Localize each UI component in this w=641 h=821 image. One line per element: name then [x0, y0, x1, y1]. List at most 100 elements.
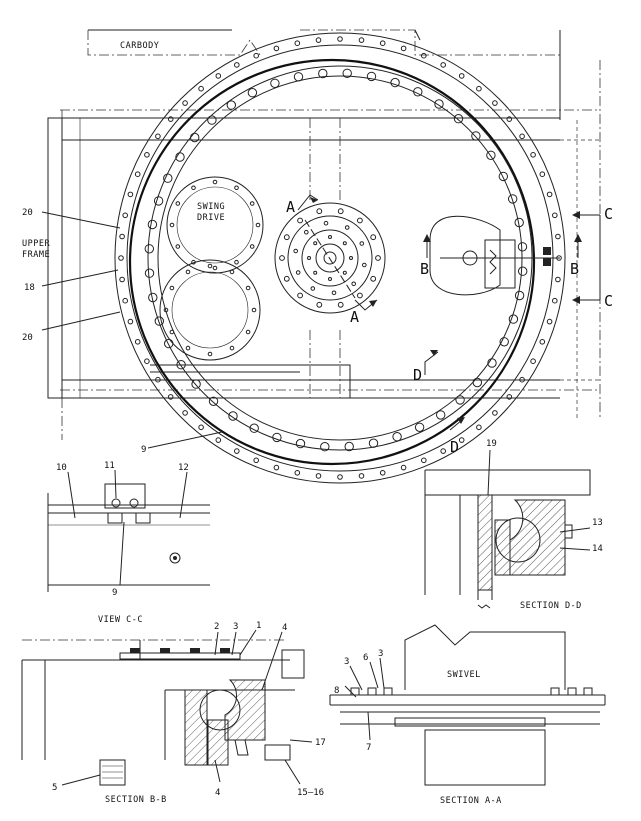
- bolt-hole: [191, 259, 196, 265]
- bolt-hole: [472, 377, 482, 388]
- bolt-head: [130, 648, 140, 653]
- bolt-hole: [506, 116, 513, 122]
- bolt-hole: [270, 78, 280, 89]
- bolt-hole: [514, 290, 525, 301]
- bolt-hole: [328, 277, 332, 281]
- bolt-hole: [182, 410, 188, 416]
- bolt-hole: [307, 256, 311, 260]
- bolt-hole: [191, 379, 201, 389]
- section-dd-title: SECTION D-D: [520, 601, 582, 611]
- bolt-hole: [127, 191, 134, 198]
- callout-17: 17: [315, 738, 326, 748]
- bolt-hole: [249, 201, 255, 206]
- bolt-hole: [530, 358, 536, 365]
- bolt-head: [567, 687, 577, 696]
- bolt-hole: [229, 345, 235, 351]
- callout-11: 11: [104, 461, 115, 471]
- swing-drive-lower: [159, 259, 261, 361]
- bolt-hole: [154, 316, 165, 326]
- section-c-arrows: [572, 211, 601, 304]
- bolt-head: [190, 648, 200, 653]
- bolt-hole: [249, 423, 259, 433]
- upper-frame-label-1: UPPER: [22, 239, 50, 249]
- bolt-hole: [530, 152, 536, 158]
- bolt-hole: [539, 171, 546, 177]
- bolt-hole: [358, 473, 365, 479]
- bolt-hole: [283, 275, 290, 282]
- bolt-hole: [295, 270, 301, 275]
- bolt-hole: [368, 438, 379, 448]
- bolt-hole: [414, 422, 425, 432]
- bolt-hole: [234, 185, 239, 191]
- bolt-hole: [251, 307, 257, 313]
- bolt-hole: [552, 297, 558, 304]
- callout-20-lower: 20: [22, 333, 33, 343]
- view-cc-block: [104, 483, 146, 509]
- bolt-hole: [148, 292, 158, 303]
- bolt-hole: [163, 307, 169, 313]
- bolt-hole: [273, 45, 280, 52]
- callout-6: 6: [363, 653, 368, 663]
- bolt-hole: [508, 314, 519, 324]
- swing-drive-label-2: DRIVE: [197, 213, 225, 223]
- bolt-hole: [546, 318, 553, 325]
- swivel-bolts: [279, 208, 381, 308]
- bolt-hole: [337, 301, 344, 308]
- section-d-d: 19 13 14 SECTION D-D: [424, 439, 603, 611]
- bolt-hole: [198, 424, 204, 431]
- bolt-hole: [294, 40, 301, 47]
- section-a-bottom-letter: A: [350, 308, 359, 326]
- bolt-hole: [155, 133, 161, 140]
- bearing-inner-race: [128, 58, 536, 466]
- bolt-hole: [351, 281, 357, 287]
- bolt-hole: [164, 338, 174, 349]
- bolt-hole: [434, 99, 444, 109]
- bolt-hole: [310, 286, 316, 291]
- bolt-hole: [245, 329, 251, 335]
- bb-top-plate: [119, 652, 241, 660]
- bolt-hole: [337, 474, 343, 480]
- swing-drive-label-1: SWING: [197, 202, 225, 212]
- bolt-hole: [390, 77, 400, 88]
- bolt-hole: [316, 301, 323, 308]
- bolt-hole: [375, 255, 381, 261]
- swivel-label: SWIVEL: [447, 670, 481, 680]
- bolt-hole: [182, 100, 188, 106]
- bolt-hole: [508, 194, 518, 204]
- bolt-hole: [215, 437, 222, 443]
- callout-2: 2: [214, 622, 219, 632]
- bolt-hole: [212, 265, 218, 271]
- bolt-hole: [134, 339, 141, 345]
- bolt-hole: [215, 73, 222, 79]
- swing-drive-upper: [166, 176, 264, 274]
- bolt-hole: [295, 438, 306, 449]
- bolt-hole: [118, 255, 124, 261]
- bolt-hole: [331, 290, 337, 296]
- bolt-hole: [400, 45, 407, 52]
- bolt-hole: [492, 410, 498, 416]
- bolt-hole: [207, 351, 213, 357]
- section-d-arrows: [424, 350, 465, 431]
- section-aa-title: SECTION A-A: [440, 796, 502, 806]
- callout-20-upper: 20: [22, 208, 33, 218]
- callout-9-main: 9: [141, 445, 146, 455]
- bolt-hole: [279, 255, 285, 261]
- bolt-hole: [342, 68, 352, 79]
- bolt-hole: [555, 276, 561, 283]
- bolt-hole: [226, 100, 237, 110]
- bolt-hole: [486, 150, 496, 161]
- bolt-hole: [198, 85, 204, 92]
- section-a-arrows: [297, 194, 378, 311]
- bolt-hole: [400, 464, 407, 471]
- carbody-label: CARBODY: [120, 41, 159, 51]
- section-b-right-letter: B: [570, 260, 579, 278]
- bolt-hole: [297, 217, 304, 224]
- bolt-hole: [323, 220, 329, 226]
- bolt-hole: [555, 233, 561, 240]
- section-bb-title: SECTION B-B: [105, 795, 167, 805]
- bolt-hole: [272, 432, 282, 443]
- callout-13: 13: [592, 518, 603, 528]
- bolt-hole: [349, 256, 353, 260]
- bolt-hole: [249, 244, 255, 249]
- bolt-hole: [163, 173, 173, 183]
